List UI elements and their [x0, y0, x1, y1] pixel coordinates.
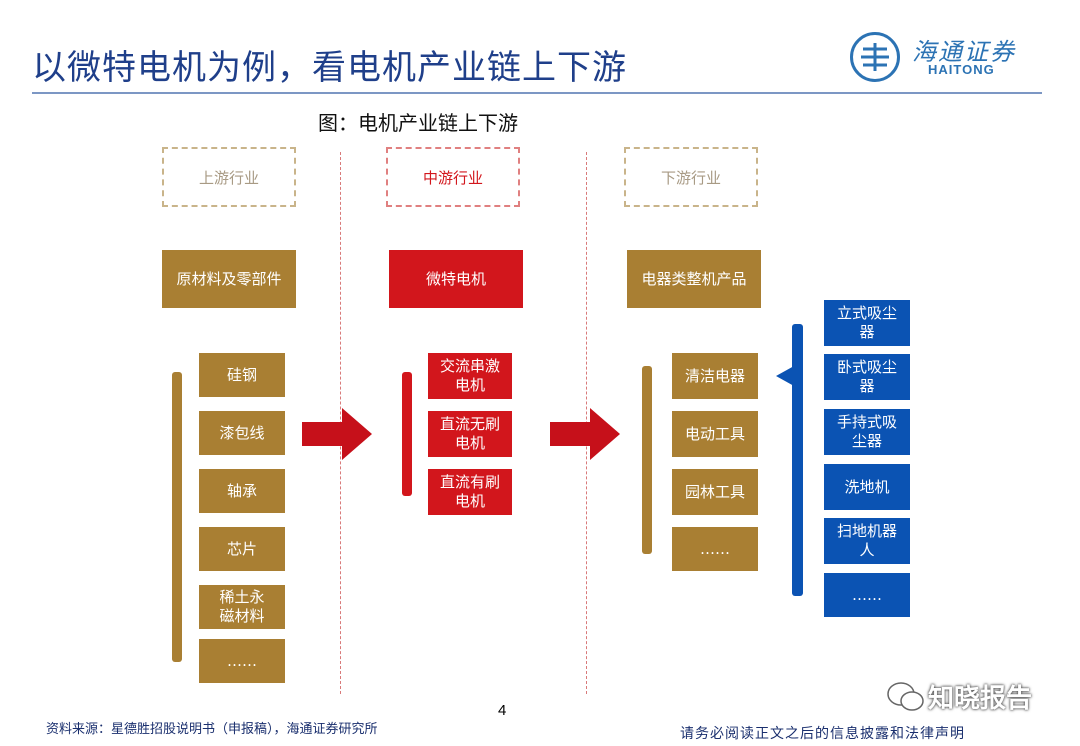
title-divider [32, 92, 1042, 94]
upstream-item: 硅钢 [199, 353, 285, 397]
cleaning-appliance-item: 扫地机器人 [824, 518, 910, 564]
wechat-icon [886, 680, 926, 718]
cleaning-appliance-item: 洗地机 [824, 464, 910, 510]
midstream-main-box: 微特电机 [389, 250, 523, 308]
downstream-header: 下游行业 [624, 147, 758, 207]
cleaning-appliance-item: 手持式吸尘器 [824, 409, 910, 455]
page-number: 4 [498, 702, 507, 719]
downstream-item: 清洁电器 [672, 353, 758, 399]
downstream-item: 电动工具 [672, 411, 758, 457]
upstream-item: 芯片 [199, 527, 285, 571]
figure-caption: 图：电机产业链上下游 [318, 111, 518, 135]
upstream-main-box: 原材料及零部件 [162, 250, 296, 308]
cleaning-appliance-item: 立式吸尘器 [824, 300, 910, 346]
midstream-item: 直流有刷电机 [428, 469, 512, 515]
right-arrow-icon [302, 408, 372, 460]
slide-title: 以微特电机为例，看电机产业链上下游 [32, 48, 627, 88]
upstream-item: 漆包线 [199, 411, 285, 455]
haitong-logo-icon [850, 32, 900, 82]
downstream-item: 园林工具 [672, 469, 758, 515]
disclaimer-text: 请务必阅读正文之后的信息披露和法律声明 [680, 726, 965, 742]
right-arrow-icon [550, 408, 620, 460]
midstream-header: 中游行业 [386, 147, 520, 207]
source-note: 资料来源：星德胜招股说明书（申报稿），海通证券研究所 [46, 722, 378, 737]
logo-chinese: 海通证券 [912, 38, 1016, 66]
upstream-bracket [172, 372, 182, 662]
logo-english: HAITONG [928, 62, 995, 77]
downstream-bracket [642, 366, 652, 554]
midstream-item: 交流串激电机 [428, 353, 512, 399]
watermark: 知晓报告 [928, 684, 1033, 714]
downstream-item: …… [672, 527, 758, 571]
midstream-item: 直流无刷电机 [428, 411, 512, 457]
upstream-item: 轴承 [199, 469, 285, 513]
upstream-item: …… [199, 639, 285, 683]
upstream-item: 稀土永磁材料 [199, 585, 285, 629]
cleaning-appliance-item: 卧式吸尘器 [824, 354, 910, 400]
downstream-main-box: 电器类整机产品 [627, 250, 761, 308]
sub-category-bracket [770, 322, 810, 600]
cleaning-appliance-item: …… [824, 573, 910, 617]
midstream-bracket [402, 372, 412, 496]
upstream-header: 上游行业 [162, 147, 296, 207]
